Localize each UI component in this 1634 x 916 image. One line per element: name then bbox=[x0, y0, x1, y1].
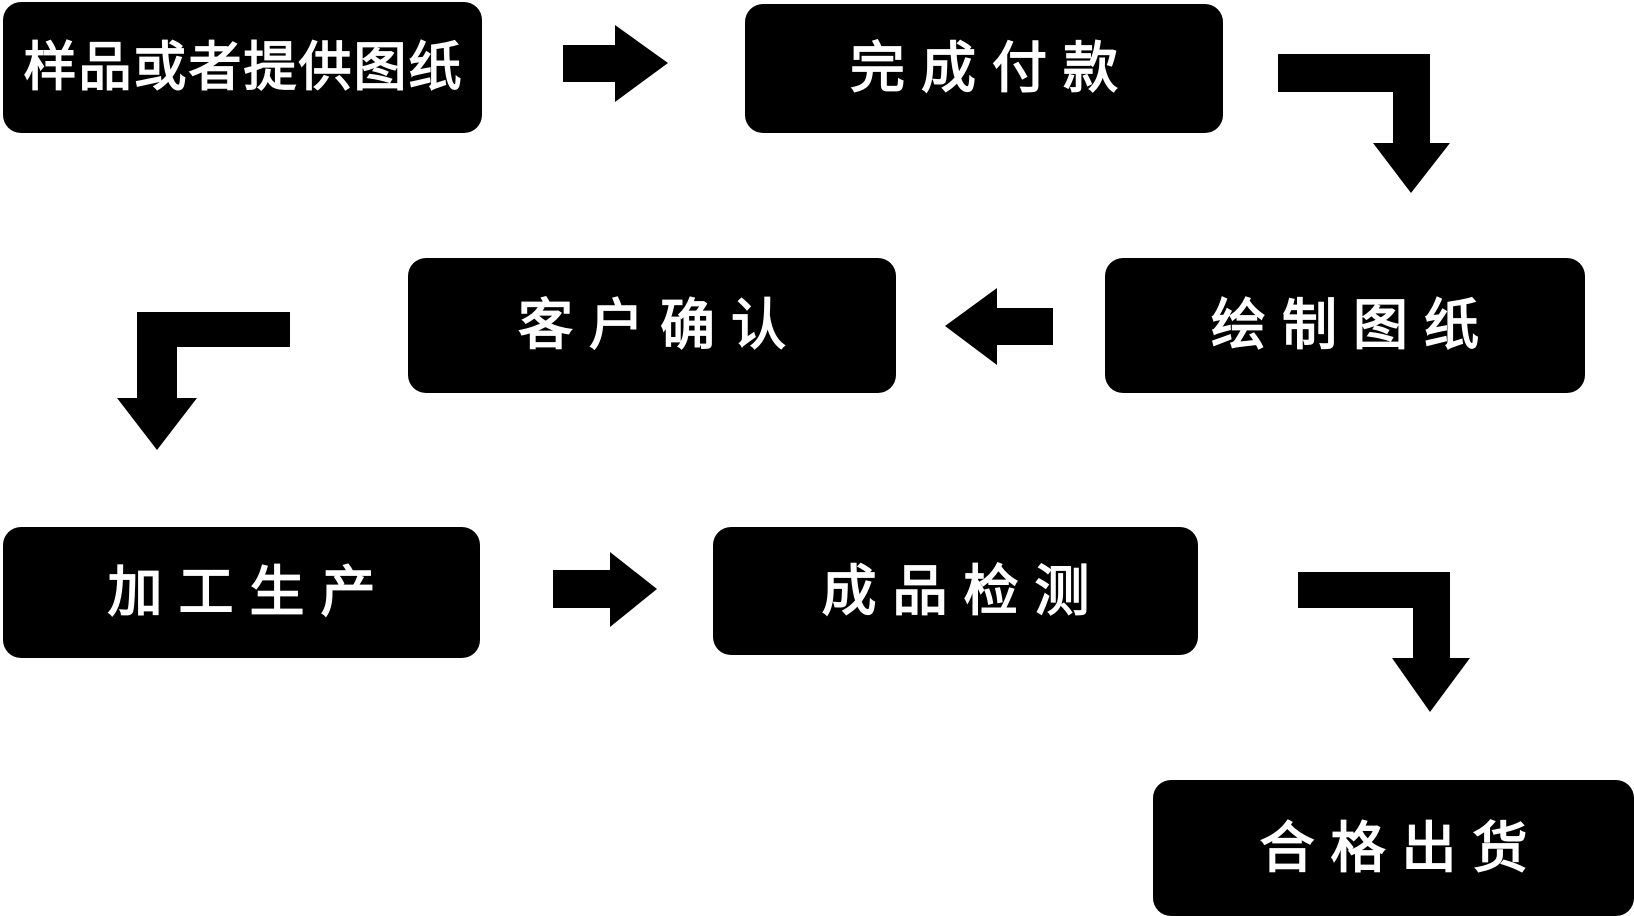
right-arrow-icon bbox=[553, 552, 657, 627]
flow-node-label: 成品检测 bbox=[821, 558, 1106, 623]
elbow-down-arrow-icon bbox=[1278, 54, 1450, 193]
flow-node-label: 合格出货 bbox=[1259, 815, 1544, 880]
flow-node-sample-or-drawing: 样品或者提供图纸 bbox=[3, 2, 482, 133]
flow-node-qualified-shipment: 合格出货 bbox=[1153, 780, 1634, 916]
flow-node-complete-payment: 完成付款 bbox=[745, 4, 1223, 133]
elbow-down-arrow-icon bbox=[117, 312, 290, 450]
flow-node-label: 样品或者提供图纸 bbox=[23, 37, 464, 98]
flow-node-label: 加工生产 bbox=[107, 560, 392, 624]
flow-node-customer-confirm: 客户确认 bbox=[408, 258, 896, 393]
right-arrow-icon bbox=[563, 25, 668, 102]
elbow-down-arrow-icon bbox=[1298, 572, 1470, 712]
flow-node-label: 完成付款 bbox=[849, 36, 1134, 100]
left-arrow-icon bbox=[945, 288, 1053, 365]
flow-node-product-testing: 成品检测 bbox=[713, 527, 1198, 655]
flow-node-label: 客户确认 bbox=[517, 293, 802, 357]
flow-node-draw-drawings: 绘制图纸 bbox=[1105, 258, 1585, 393]
flow-node-processing: 加工生产 bbox=[3, 527, 480, 658]
flow-node-label: 绘制图纸 bbox=[1210, 293, 1495, 357]
